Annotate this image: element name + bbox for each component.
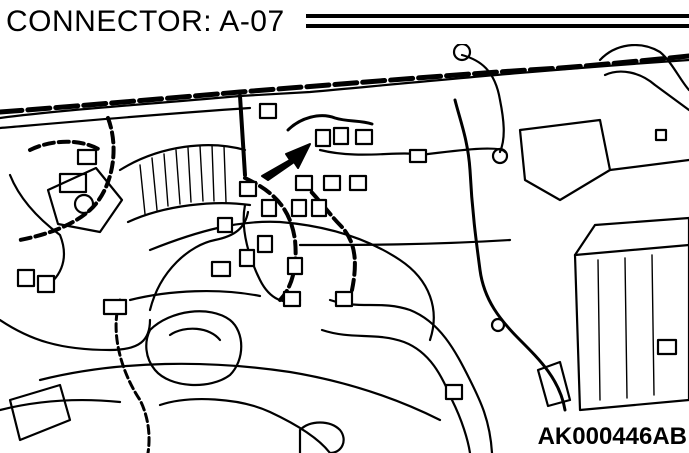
title-band: CONNECTOR: A-07	[0, 0, 689, 44]
connector-c12	[256, 234, 274, 254]
battery-cable-end	[536, 360, 572, 408]
connector-c13	[286, 256, 304, 276]
central-harness-main	[238, 94, 247, 177]
connector-c19	[444, 383, 464, 401]
connector-c16	[282, 290, 302, 308]
battery-ribs	[597, 254, 655, 401]
ground-eyelet-top	[452, 42, 472, 62]
connector-c9	[260, 198, 278, 218]
oil-cap	[298, 421, 345, 453]
figure-id-label: AK000446AB	[531, 423, 687, 451]
central-harness-long	[298, 238, 512, 247]
left-connector-c	[16, 268, 36, 288]
connector-c15	[210, 260, 232, 278]
central-harness-top	[286, 114, 374, 132]
left-bolt	[73, 193, 95, 215]
cowl-panel-outline	[0, 58, 689, 120]
cable-eyelet	[490, 317, 506, 333]
lower-left-connector	[102, 298, 128, 316]
connector-c7	[348, 174, 368, 192]
intake-hose-upper	[118, 144, 247, 172]
connector-c8	[238, 180, 258, 198]
manifold-lower	[128, 289, 262, 302]
right-bracket	[518, 118, 612, 202]
diagram-title: CONNECTOR: A-07	[6, 5, 285, 38]
left-harness-upper	[28, 139, 102, 152]
central-harness-loop	[148, 210, 250, 312]
lower-left-hose	[0, 318, 152, 352]
connector-c14	[238, 248, 256, 268]
title-rule-upper	[306, 14, 689, 18]
connector-c6	[322, 174, 342, 192]
lower-left-bracket	[8, 383, 72, 442]
left-connector-d	[36, 274, 56, 294]
intake-hose-lower	[126, 202, 252, 224]
radiator-hose-upper	[328, 298, 494, 453]
manifold-outline	[148, 220, 435, 342]
right-clip	[654, 128, 668, 142]
right-fender-detail	[603, 70, 689, 112]
connector-c17	[334, 290, 354, 308]
firewall-harness	[0, 53, 689, 115]
left-connector-a	[58, 172, 88, 194]
engine-block-front	[158, 398, 332, 453]
ground-wire-top	[460, 53, 505, 154]
connector-c1	[258, 102, 278, 120]
battery-outline	[573, 243, 689, 412]
connector-c4	[354, 128, 374, 146]
throttle-inner	[168, 327, 222, 342]
battery-cable	[453, 98, 567, 412]
connector-c11	[310, 198, 328, 218]
title-rule-lower	[306, 24, 689, 28]
engine-block-edge	[0, 398, 122, 412]
right-box-edge	[608, 158, 689, 172]
connector-c18	[408, 148, 428, 164]
cowl-panel-lower-edge	[0, 106, 252, 130]
connector-c5	[294, 174, 314, 192]
right-fender-outline	[598, 44, 689, 92]
intake-hose-ribs	[139, 144, 227, 215]
central-harness-branch-2	[298, 178, 357, 292]
left-bracket	[46, 166, 124, 234]
engine-block-lower	[38, 362, 442, 422]
connector-c10	[290, 198, 308, 218]
filled-arrow-icon	[261, 143, 311, 181]
left-connector-b	[76, 148, 98, 166]
connector-c2	[314, 128, 332, 148]
connector-c3	[332, 126, 350, 146]
lower-left-loom	[114, 298, 151, 453]
battery-top	[573, 216, 689, 257]
throttle-body	[145, 310, 243, 387]
radiator-hose-lower	[320, 328, 472, 453]
central-harness-branch	[243, 176, 298, 302]
battery-terminal	[656, 338, 678, 356]
connector-c20	[216, 216, 234, 234]
